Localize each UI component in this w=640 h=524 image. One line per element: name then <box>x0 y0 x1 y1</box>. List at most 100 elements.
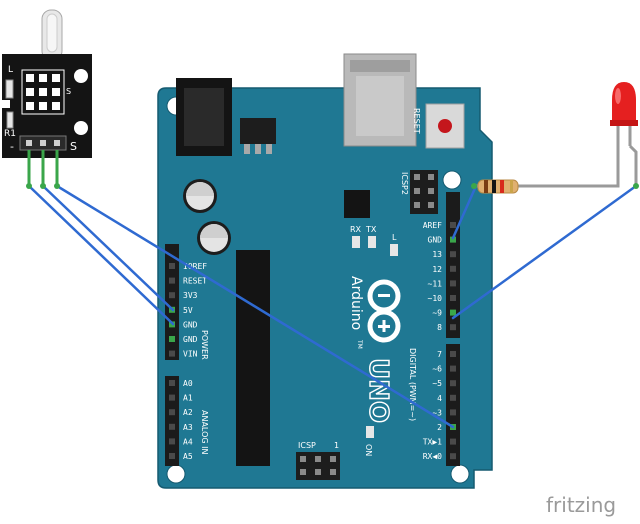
usb-connector <box>343 53 417 147</box>
pin-label: 5V <box>183 306 193 315</box>
wire-signal-d2 <box>55 184 455 429</box>
header-pin-hole <box>450 409 456 416</box>
wire-led-ground <box>451 184 478 240</box>
pin-label: A2 <box>183 408 193 417</box>
pin-label: AREF <box>423 221 442 230</box>
pin-label: A3 <box>183 423 193 432</box>
arduino-uno-board: RESET ICSP2 TX RX L <box>157 53 493 489</box>
header-pin-hole <box>450 438 456 445</box>
pin-label: A0 <box>183 379 193 388</box>
pin-label: GND <box>183 335 198 344</box>
l-label: L <box>392 233 397 242</box>
pin-label: ~9 <box>432 309 442 318</box>
board-model: UNO <box>363 358 393 423</box>
trademark: TM <box>356 339 363 349</box>
digital-top-pin-group: AREF GND 13 12 ~11 ~10 ~9 8 <box>423 221 456 332</box>
fritzing-brand: fritzing <box>546 493 616 517</box>
pin-label: 2 <box>437 423 442 432</box>
header-pin-hole <box>450 236 456 243</box>
pin-label: 3V3 <box>183 291 198 300</box>
pin-label: ~3 <box>432 408 442 417</box>
module-legs <box>27 150 59 186</box>
module-label-s-small: S <box>66 87 71 96</box>
pin-label: 7 <box>437 350 442 359</box>
atmega-chip <box>236 250 270 466</box>
header-pin-hole <box>169 380 175 386</box>
on-led <box>366 426 374 438</box>
module-pad-grid <box>21 69 65 115</box>
pin-label: ~5 <box>432 379 442 388</box>
pin-label: 4 <box>437 394 442 403</box>
pin-label: GND <box>428 236 443 245</box>
module-label-l: L <box>8 65 13 75</box>
header-pin-hole <box>450 265 456 272</box>
header-pin-hole <box>169 438 175 445</box>
mounting-hole <box>450 464 470 484</box>
module-resistor <box>6 111 14 129</box>
pin-label: VIN <box>183 350 198 359</box>
digital-header-top <box>446 192 460 338</box>
header-pin-hole <box>450 251 456 258</box>
header-pin-hole <box>450 280 456 287</box>
icsp-pin1-label: 1 <box>334 441 339 450</box>
icsp2-header <box>410 170 438 214</box>
power-header <box>165 244 179 360</box>
header-pin-hole <box>169 350 175 357</box>
pin-label: 13 <box>432 250 442 259</box>
usb-chip <box>344 190 370 218</box>
mounting-hole <box>166 464 186 484</box>
header-pin-hole <box>169 423 175 430</box>
header-pin-hole <box>450 365 456 372</box>
module-label-minus: - <box>10 140 14 153</box>
capacitor <box>183 179 217 213</box>
pin-label: GND <box>183 320 198 329</box>
pin-label: 8 <box>437 323 442 332</box>
pin-label: RESET <box>183 277 207 286</box>
analog-section-label: ANALOG IN <box>200 410 209 455</box>
module-pin-header <box>19 135 67 151</box>
wire-ground <box>27 184 175 326</box>
pin-label: ~10 <box>428 294 443 303</box>
pin-label: ~11 <box>428 279 443 288</box>
pin-label: 12 <box>432 265 442 274</box>
header-pin-hole <box>450 222 456 228</box>
wire-endpoints <box>26 183 639 189</box>
module-mounting-hole <box>74 121 88 135</box>
on-label: ON <box>364 444 373 456</box>
pin-label: IOREF <box>183 262 207 271</box>
header-pin-hole <box>169 277 175 284</box>
power-jack <box>176 78 232 156</box>
header-pin-hole <box>169 409 175 416</box>
header-pin-hole <box>450 295 456 301</box>
voltage-regulator <box>240 118 276 154</box>
icsp-header <box>296 452 340 480</box>
digital-section-label: DIGITAL (PWM=~) <box>408 348 417 421</box>
rx-label: RX <box>350 225 362 234</box>
pin-label: A5 <box>183 452 193 461</box>
reset-button <box>425 103 465 149</box>
red-led <box>474 82 638 188</box>
module-label-r1: R1 <box>4 129 16 139</box>
header-pin-hole <box>450 453 456 460</box>
wire-led-d9 <box>451 184 638 320</box>
l-led <box>390 244 398 256</box>
analog-header <box>165 376 179 466</box>
header-pin-hole <box>450 309 456 316</box>
pin-label: A4 <box>183 437 193 446</box>
resistor <box>477 179 534 194</box>
pin-label: ~6 <box>432 365 442 374</box>
tx-led <box>368 236 376 248</box>
header-pin-hole <box>450 394 456 401</box>
icsp2-label: ICSP2 <box>400 172 409 195</box>
board-name: Arduino <box>348 276 364 330</box>
header-pin-hole <box>169 394 175 401</box>
header-pin-hole <box>450 324 456 331</box>
pin-label: A1 <box>183 394 193 403</box>
rx-led <box>352 236 360 248</box>
module-mounting-hole <box>74 69 88 83</box>
wire-power-5v <box>41 184 175 312</box>
